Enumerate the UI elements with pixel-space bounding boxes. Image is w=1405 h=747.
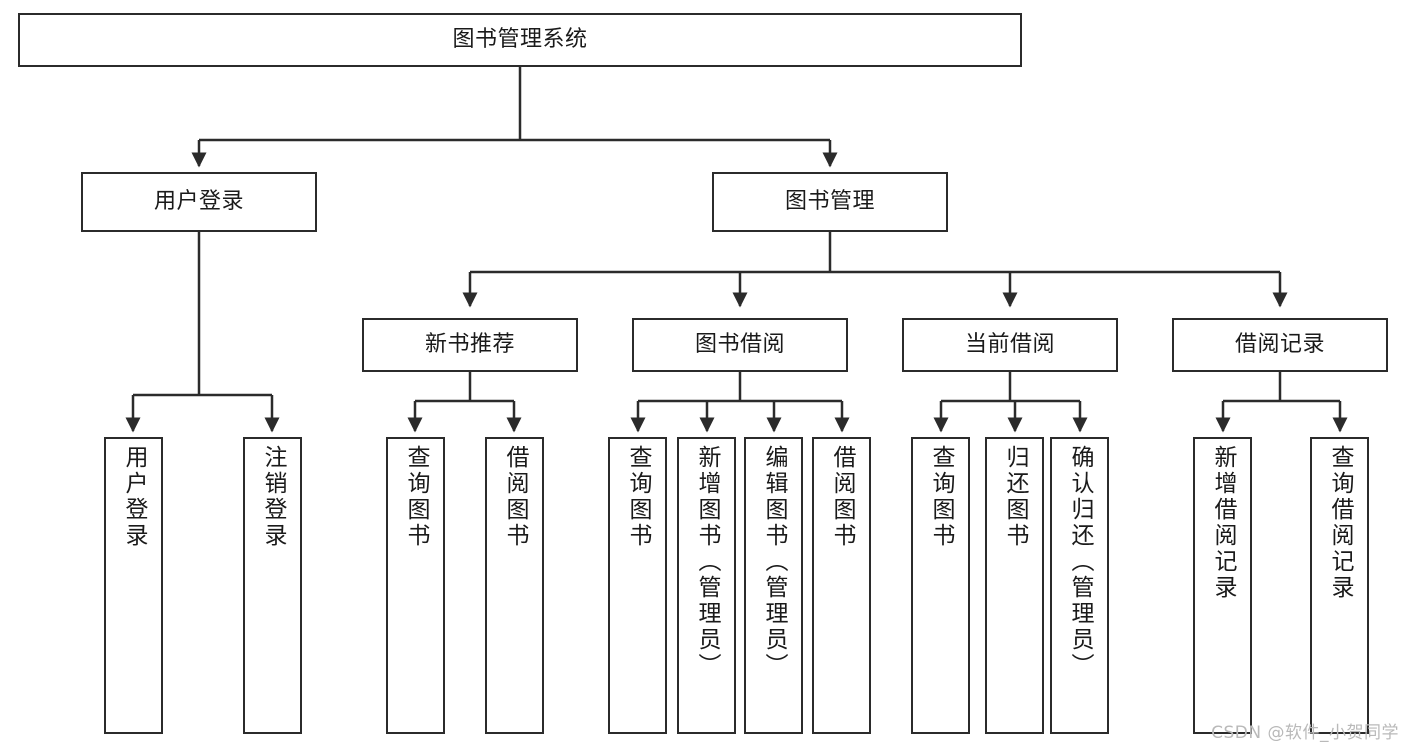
node-root-system[interactable]: 图书管理系统: [18, 13, 1022, 67]
node-label: 图书借阅: [694, 331, 785, 357]
node-label: 归还图书: [1002, 445, 1028, 549]
node-current-borrow[interactable]: 当前借阅: [902, 318, 1118, 372]
csdn-watermark: CSDN @软件_小贺同学: [1211, 723, 1399, 743]
node-leaf-add-book-admin[interactable]: 新增图书（管理员）: [677, 437, 736, 734]
node-label: 借阅记录: [1234, 331, 1325, 357]
node-book-borrow[interactable]: 图书借阅: [632, 318, 848, 372]
node-leaf-add-borrow-record[interactable]: 新增借阅记录: [1193, 437, 1252, 734]
node-label: 查询图书: [625, 445, 651, 549]
node-book-management[interactable]: 图书管理: [712, 172, 948, 232]
node-leaf-borrow-book[interactable]: 借阅图书: [812, 437, 871, 734]
node-leaf-logout[interactable]: 注销登录: [243, 437, 302, 734]
node-label: 新增图书（管理员）: [694, 445, 720, 679]
node-leaf-user-login[interactable]: 用户登录: [104, 437, 163, 734]
node-label: 当前借阅: [964, 331, 1055, 357]
node-leaf-search-borrow-record[interactable]: 查询借阅记录: [1310, 437, 1369, 734]
node-leaf-edit-book-admin[interactable]: 编辑图书（管理员）: [744, 437, 803, 734]
node-leaf-borrow-book-recommend[interactable]: 借阅图书: [485, 437, 544, 734]
node-label: 用户登录: [153, 188, 244, 214]
node-label: 借阅图书: [502, 445, 528, 549]
node-leaf-return-book[interactable]: 归还图书: [985, 437, 1044, 734]
node-user-login[interactable]: 用户登录: [81, 172, 317, 232]
node-label: 用户登录: [121, 445, 147, 549]
node-label: 新增借阅记录: [1210, 445, 1236, 601]
node-label: 查询借阅记录: [1327, 445, 1353, 601]
node-label: 注销登录: [260, 445, 286, 549]
node-label: 借阅图书: [829, 445, 855, 549]
node-leaf-confirm-return-admin[interactable]: 确认归还（管理员）: [1050, 437, 1109, 734]
node-borrow-record[interactable]: 借阅记录: [1172, 318, 1388, 372]
node-label: 新书推荐: [424, 331, 515, 357]
node-leaf-search-book-recommend[interactable]: 查询图书: [386, 437, 445, 734]
node-leaf-search-book-borrow[interactable]: 查询图书: [608, 437, 667, 734]
node-label: 编辑图书（管理员）: [761, 445, 787, 679]
node-label: 图书管理系统: [452, 26, 588, 52]
node-label: 图书管理: [784, 188, 875, 214]
node-label: 查询图书: [928, 445, 954, 549]
node-leaf-search-book-current[interactable]: 查询图书: [911, 437, 970, 734]
node-new-book-recommend[interactable]: 新书推荐: [362, 318, 578, 372]
node-label: 查询图书: [403, 445, 429, 549]
node-label: 确认归还（管理员）: [1067, 445, 1093, 679]
